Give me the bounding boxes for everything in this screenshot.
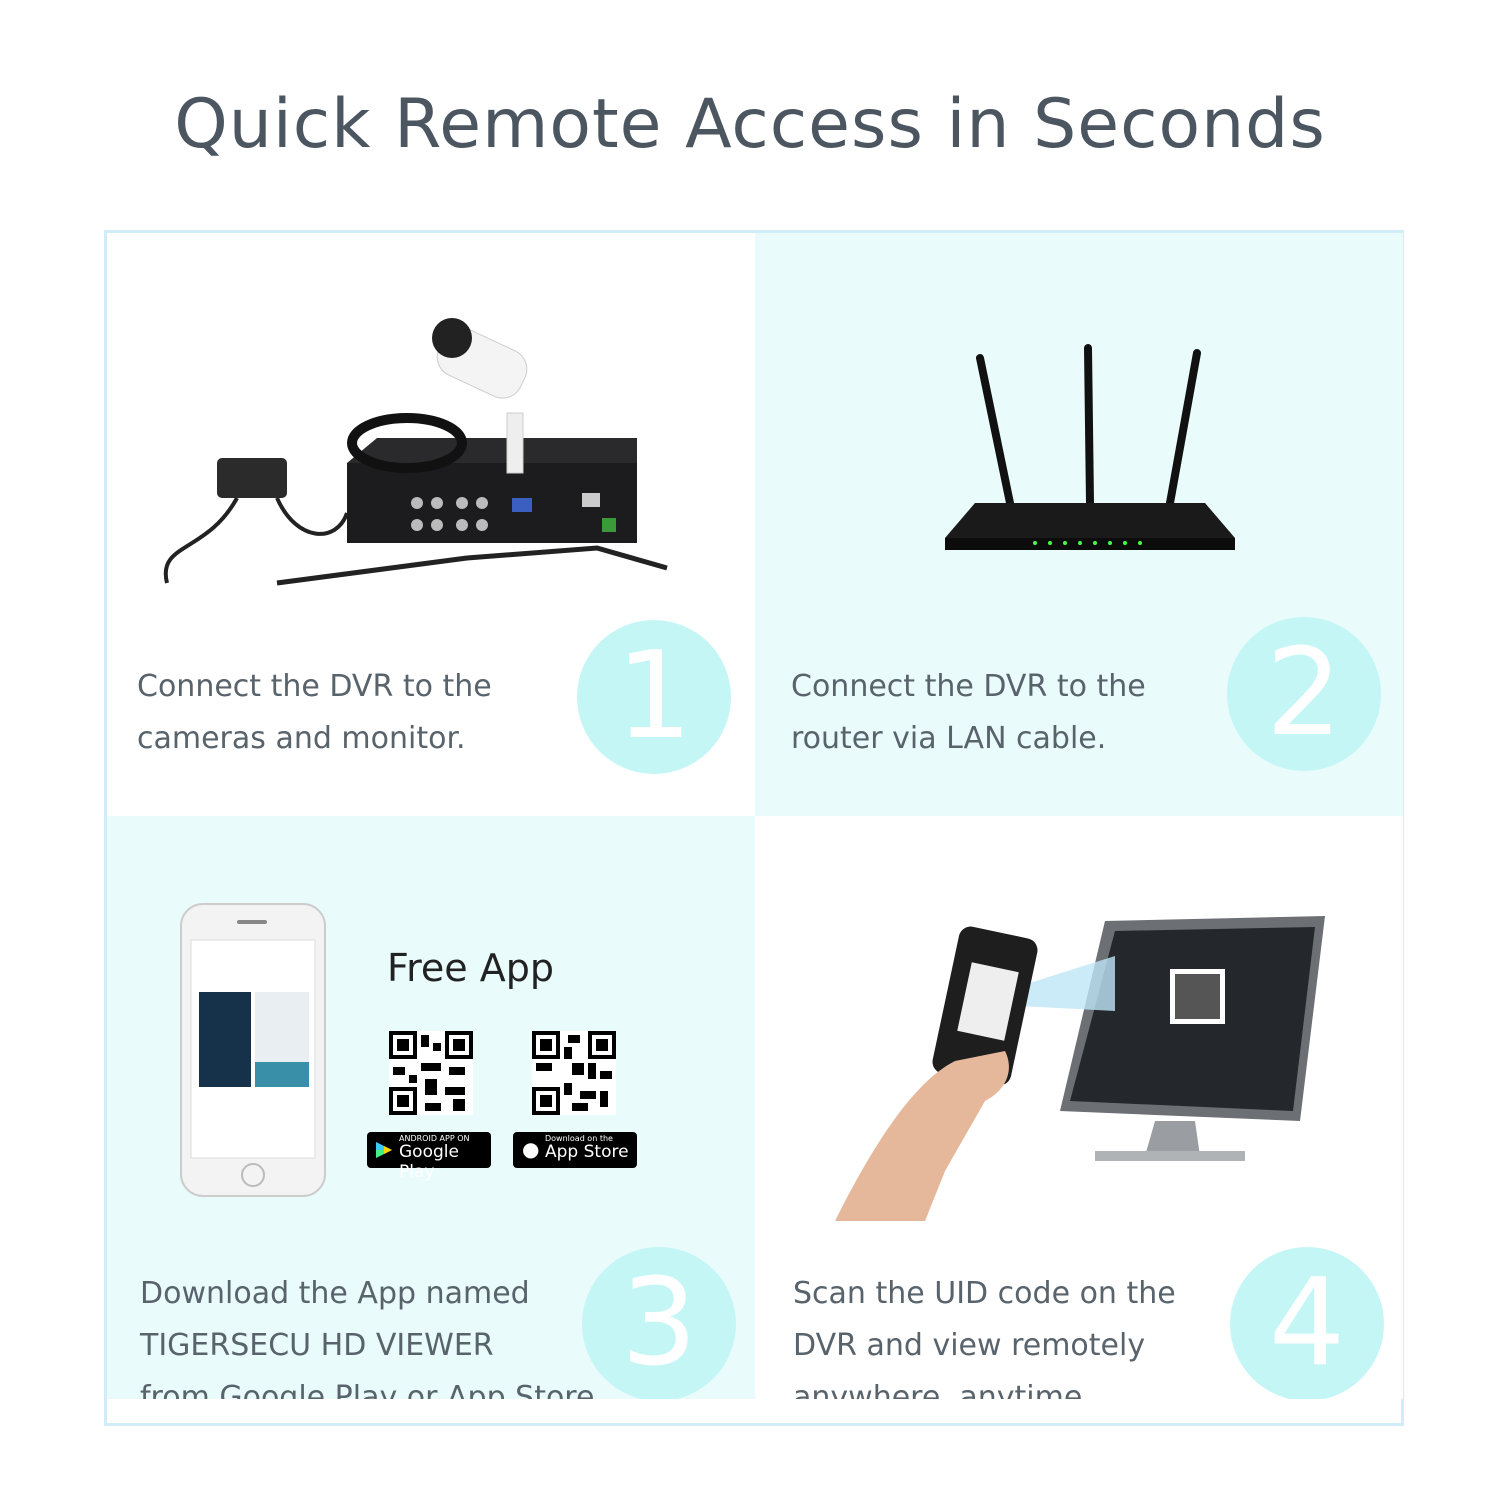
step-text-line: cameras and monitor.	[137, 721, 466, 756]
step-text-line: Connect the DVR to the	[791, 669, 1146, 704]
step-number-badge: 2	[1227, 617, 1381, 771]
google-play-icon	[376, 1142, 392, 1158]
google-play-label: Google Play	[399, 1142, 459, 1182]
step-1-text: Connect the DVR to the cameras and monit…	[137, 661, 492, 765]
step-number-badge: 1	[577, 620, 731, 774]
dvr-kit-image	[163, 318, 668, 586]
google-play-button[interactable]: ANDROID APP ON Google Play	[367, 1132, 491, 1182]
step-text-line: DVR and view remotely	[793, 1328, 1146, 1363]
step-text-line: from Google Play or App Store.	[140, 1380, 604, 1399]
router-image	[945, 344, 1235, 550]
google-play-small-label: ANDROID APP ON	[399, 1134, 470, 1143]
app-store-button[interactable]: ● Download on the App Store	[513, 1132, 637, 1168]
free-app-heading: Free App	[387, 946, 554, 990]
step-number-badge: 3	[582, 1247, 736, 1399]
step-text-line: Scan the UID code on the	[793, 1276, 1176, 1311]
google-play-qr-code[interactable]	[389, 1031, 473, 1115]
step-4-text: Scan the UID code on the DVR and view re…	[793, 1268, 1176, 1399]
step-3-panel: Free App ANDROID APP ON Google Play ● Do…	[107, 816, 755, 1399]
step-text-line: Connect the DVR to the	[137, 669, 492, 704]
app-store-qr-code[interactable]	[532, 1031, 616, 1115]
phone-app-image	[180, 903, 326, 1197]
step-text-line: TIGERSECU HD VIEWER	[140, 1328, 494, 1363]
steps-frame: Connect the DVR to the cameras and monit…	[104, 230, 1404, 1426]
step-2-panel: Connect the DVR to the router via LAN ca…	[755, 233, 1403, 816]
step-text-line: anywhere, anytime.	[793, 1380, 1092, 1399]
app-store-small-label: Download on the	[545, 1134, 613, 1143]
step-number-badge: 4	[1230, 1247, 1384, 1399]
apple-icon: ●	[522, 1137, 540, 1161]
step-2-text: Connect the DVR to the router via LAN ca…	[791, 661, 1146, 765]
scan-qr-monitor-image	[835, 916, 1325, 1221]
step-text-line: Download the App named	[140, 1276, 530, 1311]
app-store-label: App Store	[545, 1142, 629, 1162]
step-4-panel: Scan the UID code on the DVR and view re…	[755, 816, 1403, 1399]
step-text-line: router via LAN cable.	[791, 721, 1107, 756]
step-1-panel: Connect the DVR to the cameras and monit…	[107, 233, 755, 816]
step-3-text: Download the App named TIGERSECU HD VIEW…	[140, 1268, 604, 1399]
page-title: Quick Remote Access in Seconds	[174, 85, 1326, 164]
